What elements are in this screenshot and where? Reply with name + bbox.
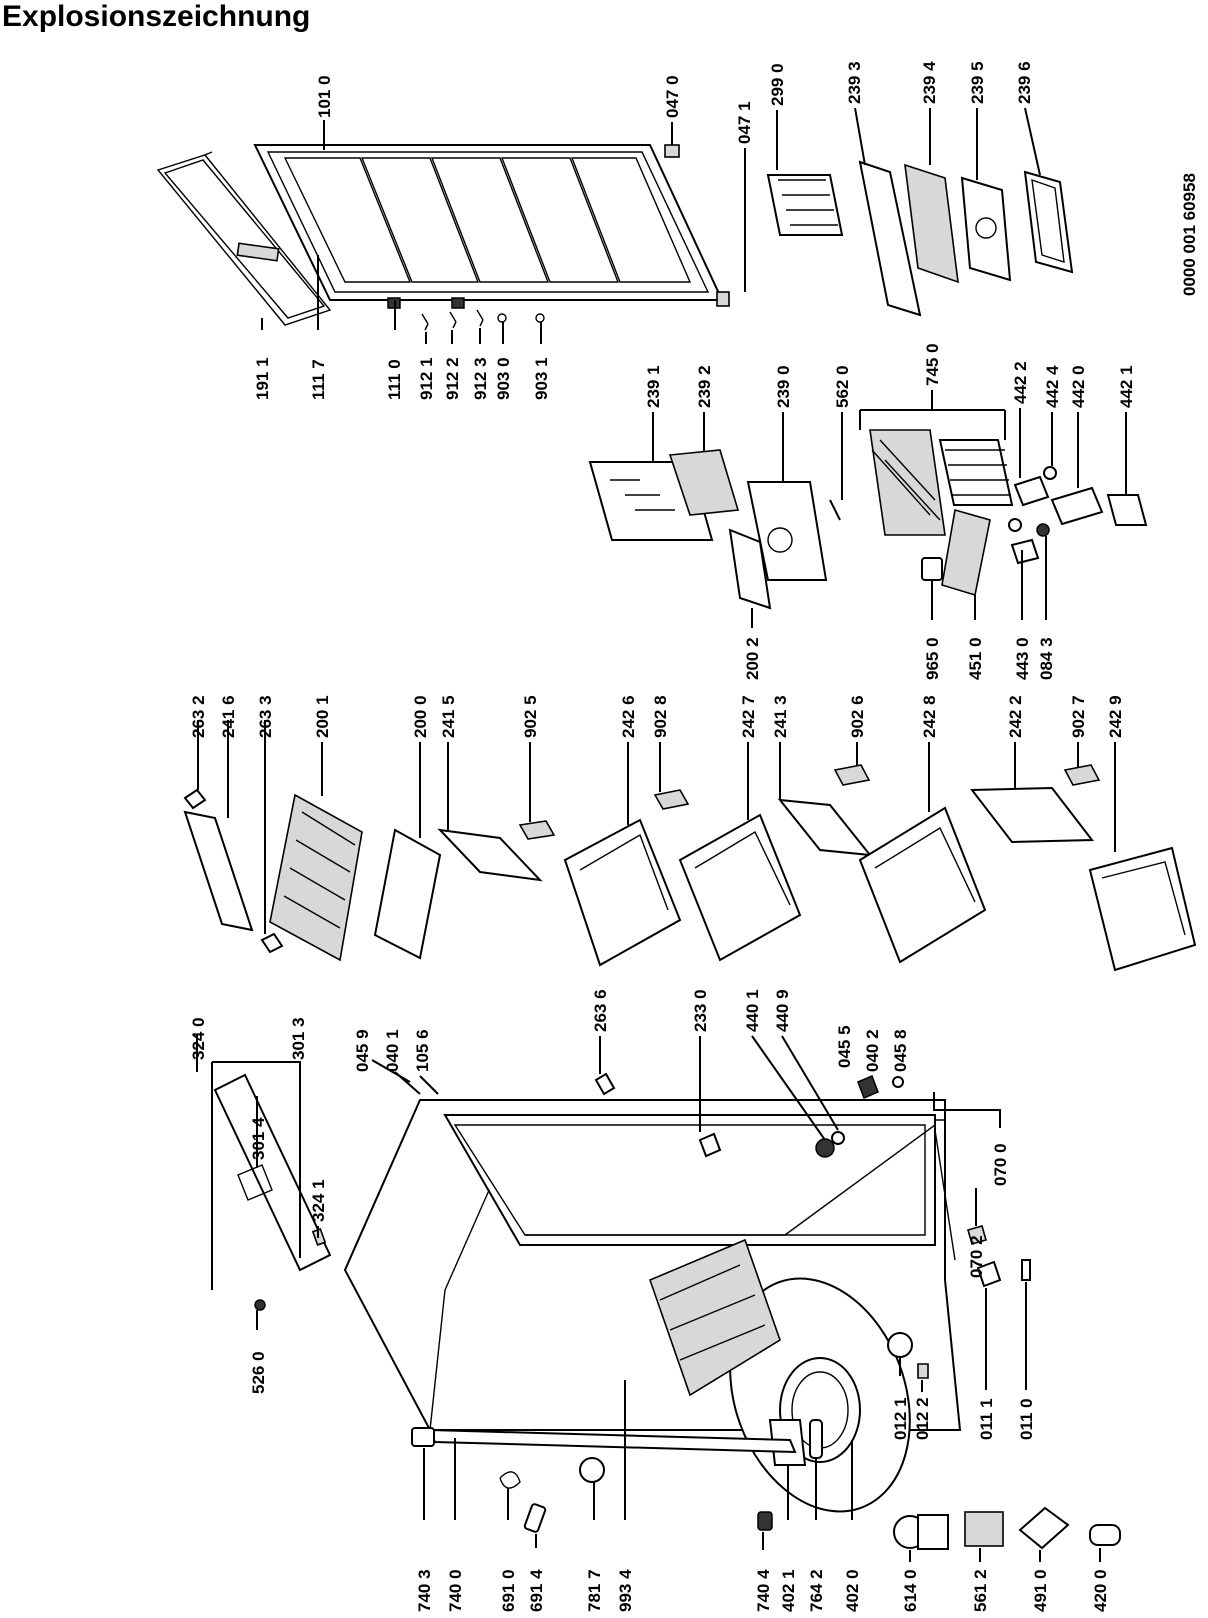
part-label: 740 0 [446, 1569, 465, 1612]
part-label: 903 1 [532, 357, 551, 400]
part-labels: 101 0 047 0 047 1 299 0 239 3 239 4 239 … [189, 61, 1136, 1612]
part-label: 242 2 [1006, 695, 1025, 738]
part-label: 912 1 [417, 357, 436, 400]
part-label: 239 0 [774, 365, 793, 408]
part-label: 442 4 [1043, 365, 1062, 408]
part-label: 200 0 [411, 695, 430, 738]
part-label: 263 3 [256, 695, 275, 738]
part-label: 440 9 [773, 989, 792, 1032]
part-label: 070 2 [967, 1235, 986, 1278]
leader-lines [196, 107, 1127, 1562]
part-label: 105 6 [413, 1029, 432, 1072]
part-label: 242 6 [619, 695, 638, 738]
part-label: 012 1 [891, 1397, 910, 1440]
part-label: 242 8 [920, 695, 939, 738]
part-label: 239 3 [845, 61, 864, 104]
part-label: 239 2 [695, 365, 714, 408]
part-label: 420 0 [1091, 1569, 1110, 1612]
part-label: 263 6 [591, 989, 610, 1032]
part-label: 402 1 [779, 1569, 798, 1612]
part-label: 012 2 [913, 1397, 932, 1440]
part-label: 301 3 [289, 1017, 308, 1060]
part-label: 040 1 [383, 1029, 402, 1072]
part-label: 993 4 [616, 1569, 635, 1612]
part-label: 239 1 [644, 365, 663, 408]
part-label: 902 6 [848, 695, 867, 738]
part-label: 561 2 [971, 1569, 990, 1612]
part-label: 070 0 [991, 1143, 1010, 1186]
page-title: Explosionszeichnung [2, 0, 311, 33]
part-label: 740 4 [754, 1569, 773, 1612]
part-label: 040 2 [863, 1029, 882, 1072]
cabinet-group [213, 1072, 1121, 1550]
part-label: 442 1 [1117, 365, 1136, 408]
part-label: 263 2 [189, 695, 208, 738]
part-label: 084 3 [1037, 637, 1056, 680]
part-label: 242 9 [1106, 695, 1125, 738]
door-bins-top [766, 160, 1074, 317]
part-label: 902 7 [1069, 695, 1088, 738]
part-label: 903 0 [494, 357, 513, 400]
part-label: 200 2 [743, 637, 762, 680]
part-label: 442 0 [1069, 365, 1088, 408]
part-label: 241 5 [439, 695, 458, 738]
part-label: 902 5 [521, 695, 540, 738]
part-label: 301 4 [249, 1117, 268, 1160]
part-label: 614 0 [901, 1569, 920, 1612]
part-label: 111 7 [309, 359, 328, 400]
shelves-drawers-group [183, 764, 1197, 972]
part-label: 324 1 [309, 1179, 328, 1222]
part-label: 443 0 [1013, 637, 1032, 680]
part-label: 111 0 [385, 359, 404, 400]
part-label: 242 7 [739, 695, 758, 738]
part-label: 233 0 [691, 989, 710, 1032]
part-label: 902 8 [651, 695, 670, 738]
part-label: 740 3 [415, 1569, 434, 1612]
part-label: 241 3 [771, 695, 790, 738]
part-label: 241 6 [219, 695, 238, 738]
part-label: 745 0 [923, 343, 942, 386]
part-label: 491 0 [1031, 1569, 1050, 1612]
part-label: 912 2 [443, 357, 462, 400]
part-label: 045 8 [891, 1029, 910, 1072]
part-label: 451 0 [966, 637, 985, 680]
part-label: 764 2 [807, 1569, 826, 1612]
part-label: 200 1 [313, 695, 332, 738]
part-label: 526 0 [249, 1351, 268, 1394]
part-label: 011 0 [1017, 1398, 1036, 1440]
part-label: 045 5 [835, 1025, 854, 1068]
part-label: 239 4 [920, 61, 939, 104]
part-label: 299 0 [768, 63, 787, 106]
part-label: 239 6 [1015, 61, 1034, 104]
part-label: 239 5 [968, 61, 987, 104]
part-label: 047 0 [663, 75, 682, 118]
part-label: 011 1 [977, 1398, 996, 1440]
document-number: 0000 001 60958 [1180, 173, 1199, 296]
part-label: 191 1 [253, 357, 272, 400]
part-label: 047 1 [735, 101, 754, 144]
part-label: 324 0 [189, 1017, 208, 1060]
part-label: 402 0 [843, 1569, 862, 1612]
part-label: 562 0 [833, 365, 852, 408]
part-label: 101 0 [315, 75, 334, 118]
part-label: 442 2 [1011, 361, 1030, 404]
door-assembly [156, 144, 730, 331]
part-label: 440 1 [743, 989, 762, 1032]
evaporator-group [588, 429, 1148, 610]
part-label: 691 0 [499, 1569, 518, 1612]
part-label: 965 0 [923, 637, 942, 680]
part-label: 691 4 [527, 1569, 546, 1612]
part-label: 781 7 [585, 1569, 604, 1612]
part-label: 045 9 [353, 1029, 372, 1072]
part-label: 912 3 [471, 357, 490, 400]
